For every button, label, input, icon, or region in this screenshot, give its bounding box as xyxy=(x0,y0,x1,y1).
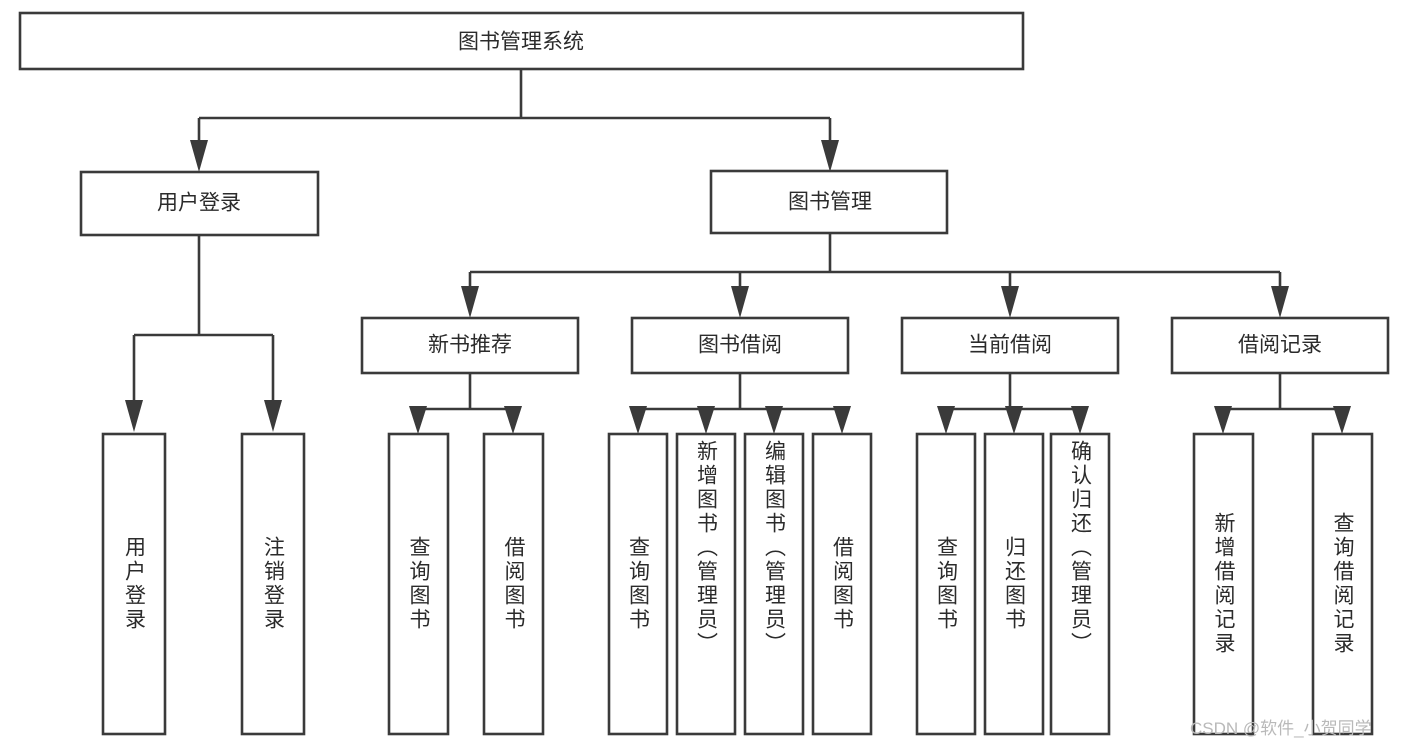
arrow-borrow-leaf-2 xyxy=(697,406,715,434)
node-current-borrow-box[interactable] xyxy=(900,316,1120,375)
arrow-borrow-leaf-3 xyxy=(765,406,783,434)
leaf-box-user-login[interactable] xyxy=(101,432,167,736)
node-root-label: 图书管理系统 xyxy=(458,31,584,54)
leaf-box-cb-confirm-return[interactable] xyxy=(1049,432,1111,736)
arrow-root-to-book-mgmt xyxy=(821,140,839,172)
node-new-book-recommend[interactable]: 新书推荐 xyxy=(360,316,580,375)
arrow-borrow-leaf-4 xyxy=(833,406,851,434)
leaf-box-user-logout[interactable] xyxy=(240,432,306,736)
node-root[interactable]: 图书管理系统 xyxy=(18,11,1025,71)
leaf-boxes-group xyxy=(101,432,1374,736)
node-root-box[interactable] xyxy=(18,11,1025,71)
leaf-box-br-query-record[interactable] xyxy=(1311,432,1374,736)
node-borrow-records[interactable]: 借阅记录 xyxy=(1170,316,1390,375)
arrow-book-mgmt-new-book xyxy=(461,286,479,318)
node-book-management-label: 图书管理 xyxy=(788,191,872,214)
arrow-records-leaf-2 xyxy=(1333,406,1351,434)
leaf-box-bb-add-book[interactable] xyxy=(675,432,737,736)
leaf-box-cb-query-book[interactable] xyxy=(915,432,977,736)
arrow-current-leaf-2 xyxy=(1005,406,1023,434)
leaf-box-nb-query-book[interactable] xyxy=(387,432,450,736)
csdn-watermark: CSDN @软件_小贺同学 xyxy=(1190,719,1372,738)
node-book-management[interactable]: 图书管理 xyxy=(709,169,949,235)
arrow-book-mgmt-current xyxy=(1001,286,1019,318)
node-new-book-recommend-label: 新书推荐 xyxy=(428,334,512,357)
arrow-root-to-user-login xyxy=(190,140,208,172)
arrow-new-book-leaf-2 xyxy=(504,406,522,434)
arrow-new-book-leaf-1 xyxy=(409,406,427,434)
node-book-borrow-box[interactable] xyxy=(630,316,850,375)
arrow-book-mgmt-records xyxy=(1271,286,1289,318)
leaf-box-br-add-record[interactable] xyxy=(1192,432,1255,736)
leaf-box-nb-borrow-book[interactable] xyxy=(482,432,545,736)
leaf-box-bb-query-book[interactable] xyxy=(607,432,669,736)
arrow-current-leaf-1 xyxy=(937,406,955,434)
node-current-borrow-label: 当前借阅 xyxy=(968,334,1052,357)
arrow-records-leaf-1 xyxy=(1214,406,1232,434)
leaf-box-bb-edit-book[interactable] xyxy=(743,432,805,736)
node-borrow-records-label: 借阅记录 xyxy=(1238,334,1322,357)
arrow-borrow-leaf-1 xyxy=(629,406,647,434)
node-book-borrow-label: 图书借阅 xyxy=(698,334,782,357)
node-borrow-records-box[interactable] xyxy=(1170,316,1390,375)
node-book-management-box[interactable] xyxy=(709,169,949,235)
connectors-group xyxy=(125,69,1351,434)
leaf-box-cb-return-book[interactable] xyxy=(983,432,1045,736)
node-new-book-recommend-box[interactable] xyxy=(360,316,580,375)
arrow-user-login-leaf-2 xyxy=(264,400,282,432)
node-current-borrow[interactable]: 当前借阅 xyxy=(900,316,1120,375)
node-book-borrow[interactable]: 图书借阅 xyxy=(630,316,850,375)
arrow-user-login-leaf-1 xyxy=(125,400,143,432)
node-user-login-label: 用户登录 xyxy=(157,192,241,215)
arrow-current-leaf-3 xyxy=(1071,406,1089,434)
leaf-box-bb-borrow-book[interactable] xyxy=(811,432,873,736)
node-user-login[interactable]: 用户登录 xyxy=(79,170,320,237)
node-user-login-box[interactable] xyxy=(79,170,320,237)
arrow-book-mgmt-borrow xyxy=(731,286,749,318)
